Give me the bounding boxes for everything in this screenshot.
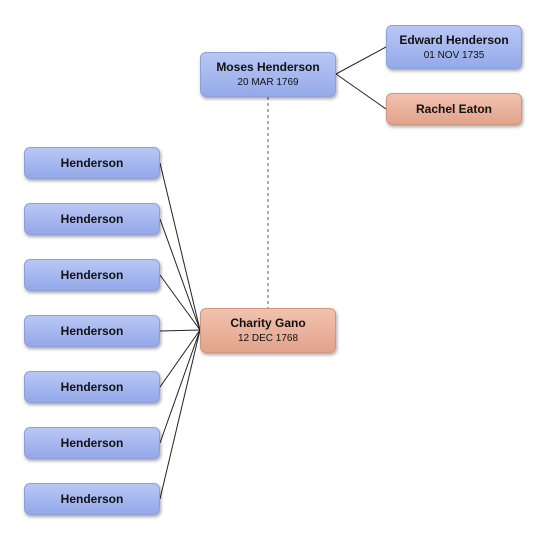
connector-moses-edward xyxy=(335,46,387,75)
person-birth-date: 01 NOV 1735 xyxy=(423,49,485,61)
person-name: Henderson xyxy=(60,155,124,170)
child-connector xyxy=(159,274,201,331)
child-node[interactable]: Henderson xyxy=(24,483,160,515)
person-name: Henderson xyxy=(60,491,124,506)
person-name: Charity Gano xyxy=(230,316,306,330)
child-node[interactable]: Henderson xyxy=(24,203,160,235)
child-connector xyxy=(159,329,201,388)
child-connector xyxy=(159,329,201,332)
person-name: Henderson xyxy=(60,379,124,394)
person-name: Henderson xyxy=(60,211,124,226)
child-connector xyxy=(159,218,201,331)
child-connectors xyxy=(159,162,201,500)
person-edward-henderson[interactable]: Edward Henderson 01 NOV 1735 xyxy=(386,25,522,69)
person-name: Rachel Eaton xyxy=(415,101,493,116)
child-node[interactable]: Henderson xyxy=(24,259,160,291)
child-node[interactable]: Henderson xyxy=(24,371,160,403)
child-connector xyxy=(159,329,201,500)
person-name: Edward Henderson xyxy=(399,32,509,47)
child-connector xyxy=(159,329,201,444)
person-name: Henderson xyxy=(60,267,124,282)
person-birth-date: 12 DEC 1768 xyxy=(237,333,299,344)
connector-moses-rachel xyxy=(335,73,387,110)
person-moses-henderson[interactable]: Moses Henderson 20 MAR 1769 xyxy=(200,52,336,97)
child-node[interactable]: Henderson xyxy=(24,147,160,179)
person-rachel-eaton[interactable]: Rachel Eaton xyxy=(386,93,522,125)
person-name: Henderson xyxy=(60,435,124,450)
child-node[interactable]: Henderson xyxy=(24,427,160,459)
child-node[interactable]: Henderson xyxy=(24,315,160,347)
person-name: Moses Henderson xyxy=(216,60,320,74)
child-connector xyxy=(159,162,201,331)
person-charity-gano[interactable]: Charity Gano 12 DEC 1768 xyxy=(200,308,336,353)
person-name: Henderson xyxy=(60,323,124,338)
person-birth-date: 20 MAR 1769 xyxy=(237,77,299,88)
